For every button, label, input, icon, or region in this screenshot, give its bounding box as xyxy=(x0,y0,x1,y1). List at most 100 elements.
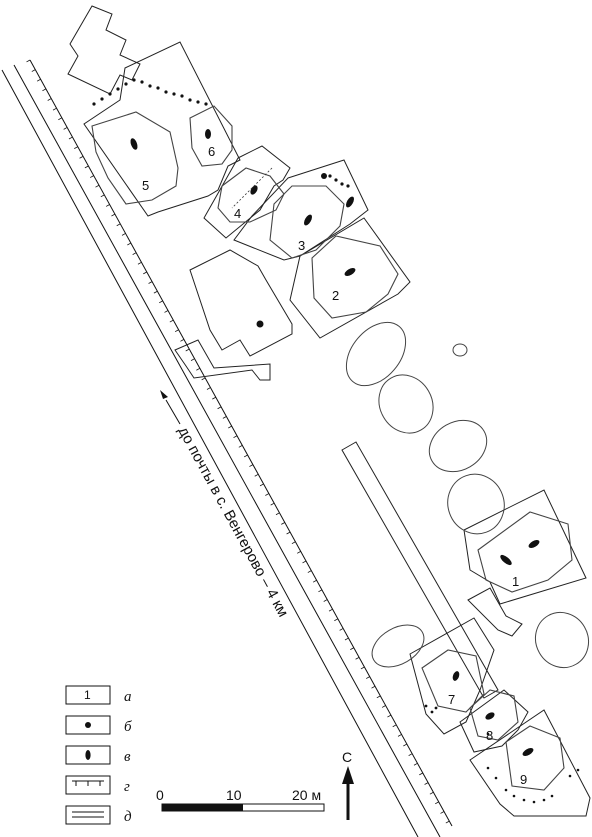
road-tick xyxy=(180,339,185,342)
road-tick xyxy=(169,319,174,323)
hearth xyxy=(205,129,211,139)
road-tick xyxy=(403,743,408,747)
dwelling-2-outline xyxy=(311,235,399,319)
road-tick xyxy=(26,59,31,63)
dwelling-label-4: 4 xyxy=(234,206,241,221)
road-tick xyxy=(249,464,254,467)
excavation-area-1-ext xyxy=(467,587,523,637)
excavation-area-8 xyxy=(459,689,529,753)
depression xyxy=(534,611,590,669)
dwelling-label-1: 1 xyxy=(512,574,519,589)
dwelling-1-outline xyxy=(477,511,573,593)
excavation-area-1 xyxy=(463,489,587,605)
road-label: до почты в с. Венгерово – 4 км xyxy=(174,424,291,620)
legend-name-g: г xyxy=(124,779,130,795)
pits xyxy=(256,173,327,328)
road-tick xyxy=(233,435,238,439)
hearth xyxy=(522,748,534,756)
road-tick xyxy=(360,666,365,670)
road-tick xyxy=(318,589,323,593)
road-tick xyxy=(297,551,301,554)
hearth xyxy=(344,268,356,276)
excavation-area-south-of-4 xyxy=(189,249,293,357)
scale-label-20: 20 м xyxy=(292,787,321,803)
depression xyxy=(345,321,407,387)
road-tick xyxy=(74,146,78,149)
depression xyxy=(452,343,468,357)
road-tick xyxy=(222,416,227,419)
road-tick xyxy=(111,213,116,217)
road-tick xyxy=(217,406,222,410)
pit xyxy=(256,320,264,328)
road-tick xyxy=(42,88,47,92)
dwelling-3-outline xyxy=(269,185,345,259)
excavation-area-narrow xyxy=(174,339,271,381)
pit xyxy=(321,173,327,179)
dwelling-label-9: 9 xyxy=(520,772,527,787)
direction-arrow-head xyxy=(160,390,168,399)
road-tick xyxy=(148,281,153,284)
road-tick xyxy=(84,165,89,169)
road-tick xyxy=(339,628,344,631)
dwelling-labels: 1 2 3 4 5 6 7 8 9 xyxy=(142,144,527,787)
road-tick xyxy=(344,637,349,641)
road-tick xyxy=(243,454,248,458)
road-tick xyxy=(190,358,195,361)
road-tick xyxy=(323,599,328,602)
road-tick xyxy=(381,705,386,708)
road-tick xyxy=(281,522,285,525)
road-tick xyxy=(408,753,413,756)
dwellings xyxy=(91,105,573,791)
road-tick xyxy=(265,493,270,496)
road-tick xyxy=(312,579,317,583)
road-annotation: до почты в с. Венгерово – 4 км xyxy=(160,390,292,620)
road-tick xyxy=(397,734,402,737)
road-ticks xyxy=(26,59,450,824)
road-tick xyxy=(376,695,381,699)
dwelling-label-8: 8 xyxy=(486,728,493,743)
dwelling-label-2: 2 xyxy=(332,288,339,303)
road-tick xyxy=(259,483,264,487)
road-tick xyxy=(36,78,41,82)
road-tick xyxy=(413,762,418,766)
dwelling-label-6: 6 xyxy=(208,144,215,159)
road-tick xyxy=(185,348,190,352)
road-tick xyxy=(63,127,68,130)
road-tick xyxy=(254,473,259,477)
depression xyxy=(371,624,425,668)
road-tick xyxy=(201,377,206,381)
north-label: С xyxy=(342,749,352,765)
road-tick xyxy=(132,252,137,255)
legend-name-v: в xyxy=(124,749,131,765)
road-tick xyxy=(424,782,429,785)
dwelling-label-7: 7 xyxy=(448,692,455,707)
trench-long xyxy=(341,441,499,699)
road-tick xyxy=(392,724,397,728)
legend-name-a: а xyxy=(124,689,132,705)
road-tick xyxy=(164,310,169,313)
pit-rows xyxy=(92,78,580,804)
north-arrow-head xyxy=(342,766,354,784)
excavation-area-north xyxy=(67,5,141,95)
road-tick xyxy=(429,791,434,795)
road-tick xyxy=(58,117,63,121)
road-tick xyxy=(121,233,126,236)
legend-key-1: 1 xyxy=(84,688,91,702)
north-arrow: С xyxy=(342,749,354,820)
dwelling-4-outline xyxy=(217,167,285,223)
legend-pit-symbol xyxy=(85,722,91,728)
depression xyxy=(428,419,488,473)
hearth xyxy=(452,671,460,681)
road-tick xyxy=(174,329,179,333)
road-tick xyxy=(350,647,354,650)
depression xyxy=(378,374,434,434)
hearth xyxy=(346,196,354,208)
hearth xyxy=(304,214,312,226)
road-tick xyxy=(153,290,158,294)
road-tick xyxy=(291,541,296,545)
scale-bar: 0 10 20 м xyxy=(156,787,325,812)
depression xyxy=(447,473,505,535)
road-tick xyxy=(127,242,132,246)
road-tick xyxy=(100,194,105,198)
road-tick xyxy=(387,714,392,718)
